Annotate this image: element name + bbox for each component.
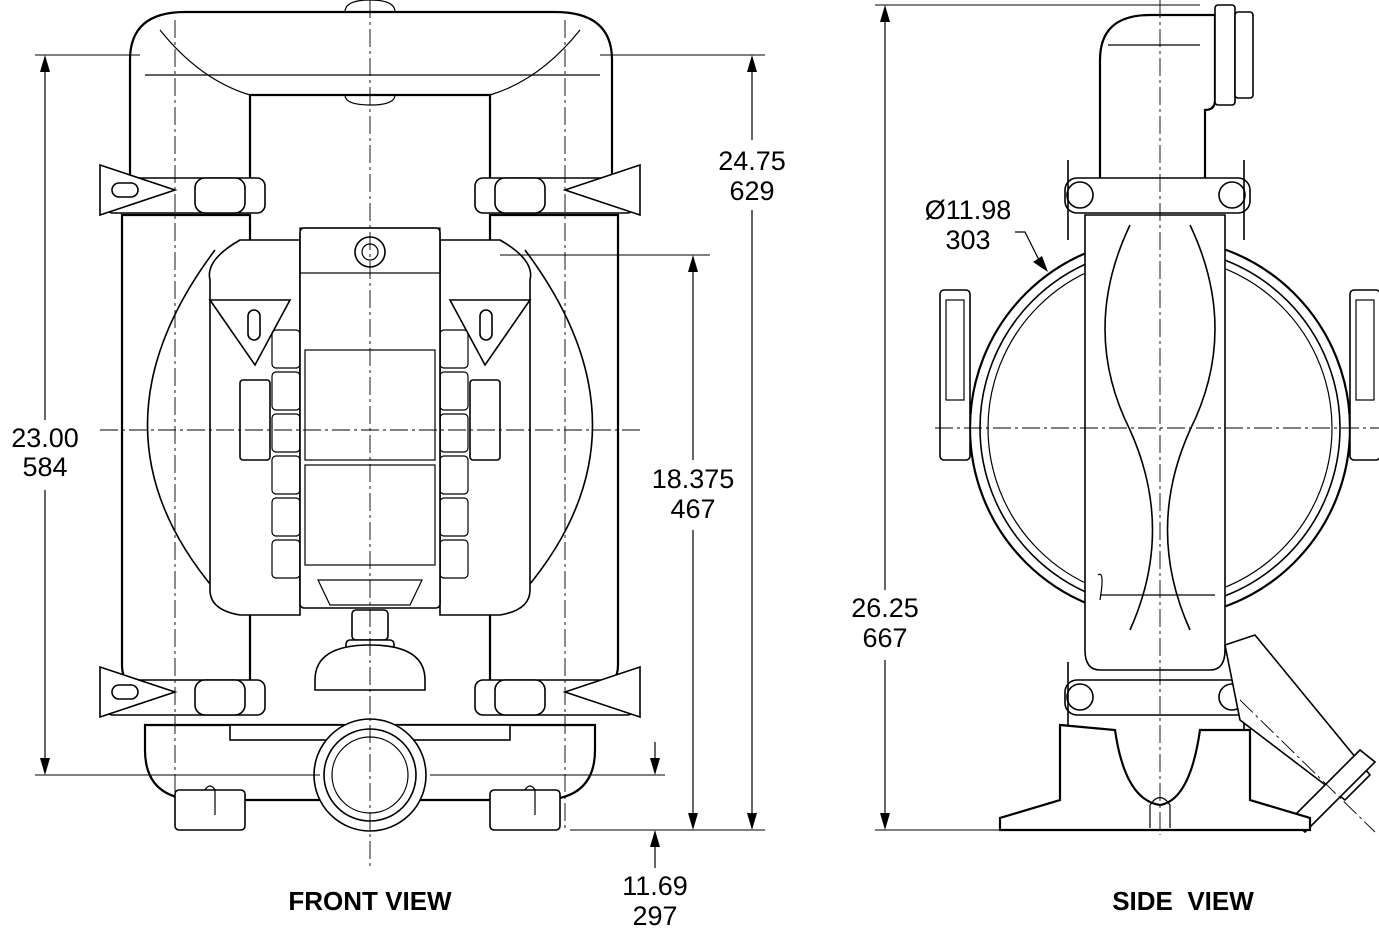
front-top-height-inch: 24.75: [718, 146, 786, 176]
front-view-title: FRONT VIEW: [288, 886, 452, 916]
front-dimension-lines: [35, 54, 765, 868]
front-inner-height-mm: 467: [670, 494, 715, 524]
side-view-drawing: [935, 0, 1379, 835]
front-overall-height-inch: 23.00: [11, 423, 79, 453]
front-overall-height-mm: 584: [22, 452, 67, 482]
side-diameter-mm: 303: [945, 225, 990, 255]
front-inlet-height-inch: 11.69: [622, 871, 688, 901]
side-view-title: SIDE VIEW: [1112, 886, 1254, 916]
front-view-drawing: [99, 0, 641, 870]
side-diameter-inch: Ø11.98: [925, 195, 1012, 225]
side-dimension-lines: [875, 4, 1200, 831]
side-overall-height-inch: 26.25: [851, 593, 919, 623]
side-overall-height-mm: 667: [862, 623, 907, 653]
front-top-height-mm: 629: [729, 176, 774, 206]
front-inner-height-inch: 18.375: [652, 464, 735, 494]
front-inlet-height-mm: 297: [632, 901, 677, 931]
